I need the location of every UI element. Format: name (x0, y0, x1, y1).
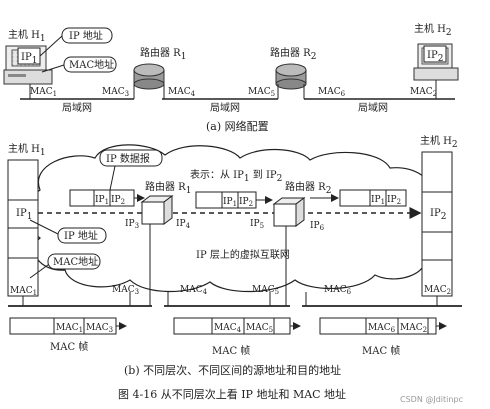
ip-datagram-bubble (99, 149, 163, 167)
callout-ip-pointer (39, 35, 63, 57)
mac-label-a-3: MAC3 (102, 87, 129, 98)
lan-label-3: 局域网 (358, 101, 388, 114)
router2-label-a: 路由器 R2 (270, 46, 316, 62)
router2-ip6: IP6 (310, 221, 325, 232)
mac-label-b-1: MAC1 (10, 286, 37, 297)
figure-caption: 图 4-16 从不同层次上看 IP 地址和 MAC 地址 (118, 387, 346, 401)
packet-3 (339, 189, 407, 207)
caption-b: (b) 不同层次、不同区间的源地址和目的地址 (124, 363, 341, 377)
host1-ip-text: IP1 (21, 52, 37, 66)
frame-label-3: MAC 帧 (362, 344, 400, 357)
frame-1-mac-a: MAC1 (56, 323, 83, 334)
mac-label-a-5: MAC5 (248, 87, 275, 98)
frame-1-mac-b: MAC3 (86, 323, 113, 334)
mac-label-a-4: MAC4 (168, 87, 196, 98)
router1-ip3: IP3 (125, 219, 139, 230)
router2-ip5: IP5 (250, 219, 264, 230)
watermark: CSDN @Jditinpc (400, 395, 463, 404)
mac-label-b-4: MAC4 (180, 285, 208, 296)
mac-label-b-6: MAC6 (324, 285, 352, 296)
virtual-internet-cloud (26, 144, 447, 293)
host1-ip-layer-label: IP1 (16, 208, 32, 222)
callout-mac-pointer (41, 64, 65, 73)
caption-a: (a) 网络配置 (206, 119, 269, 133)
frame-label-1: MAC 帧 (50, 340, 88, 353)
frame-3-mac-b: MAC2 (400, 323, 427, 334)
router2-cube-icon (272, 197, 306, 306)
host1-label-b: 主机 H1 (8, 142, 46, 158)
router1-ip4: IP4 (176, 219, 191, 230)
packet-2-ip2: IP2 (239, 197, 253, 208)
host2-ip-box (423, 45, 447, 63)
virtual-internet-label: IP 层上的虚拟互联网 (196, 248, 290, 261)
router2-label-b: 路由器 R2 (285, 180, 331, 196)
mac-frame-2 (173, 317, 301, 335)
packet-3-ip2: IP2 (387, 195, 401, 206)
frame-2-mac-b: MAC5 (246, 323, 273, 334)
callout-ip-bubble (61, 27, 113, 44)
router1-label-a: 路由器 R1 (140, 46, 186, 62)
router1-icon (133, 63, 165, 99)
lan-label-1: 局域网 (62, 101, 92, 114)
ip-datagram-pointer (109, 165, 116, 191)
mac-frame-3 (319, 317, 447, 335)
host1-label: 主机 H1 (8, 28, 46, 44)
mac-label-b-3: MAC3 (112, 285, 139, 296)
host2-label: 主机 H2 (414, 22, 452, 38)
callout-mac-text: MAC地址 (69, 58, 114, 71)
frame-2-mac-a: MAC4 (214, 323, 242, 334)
ip-addr-pointer (29, 219, 59, 235)
packet-1-ip1: IP1 (95, 195, 109, 206)
hint-text: 表示：从 IP1 到 IP2 (190, 168, 282, 184)
packet-3-ip1: IP1 (371, 195, 385, 206)
callout-mac-bubble (63, 56, 117, 73)
host2-ip-layer-label: IP2 (430, 208, 446, 222)
host2-label-b: 主机 H2 (420, 134, 458, 150)
mac-label-a-2: MAC2 (410, 87, 437, 98)
mac-label-a-1: MAC1 (30, 87, 57, 98)
mac-addr-bubble (47, 253, 101, 270)
router1-label-b: 路由器 R1 (145, 180, 191, 196)
mac-label-a-6: MAC6 (318, 87, 346, 98)
host1-protocol-stack (7, 159, 39, 306)
ip-addr-bubble (57, 227, 107, 244)
mac-frame-1 (9, 317, 127, 335)
host2-protocol-stack (421, 151, 453, 306)
ip-addr-text: IP 地址 (64, 229, 98, 242)
router2-icon (275, 63, 307, 99)
callout-ip-text: IP 地址 (69, 29, 103, 42)
frame-label-2: MAC 帧 (212, 344, 250, 357)
mac-addr-text: MAC地址 (53, 255, 98, 268)
packet-1-ip2: IP2 (111, 195, 125, 206)
lan-label-2: 局域网 (210, 101, 240, 114)
mac-label-b-5: MAC5 (252, 285, 279, 296)
ip-datagram-text: IP 数据报 (106, 152, 150, 165)
packet-2-ip1: IP1 (223, 197, 237, 208)
host2-ip-text: IP2 (427, 50, 443, 64)
frame-3-mac-a: MAC6 (368, 323, 396, 334)
mac-label-b-2: MAC2 (424, 285, 451, 296)
router1-cube-icon (140, 195, 174, 306)
